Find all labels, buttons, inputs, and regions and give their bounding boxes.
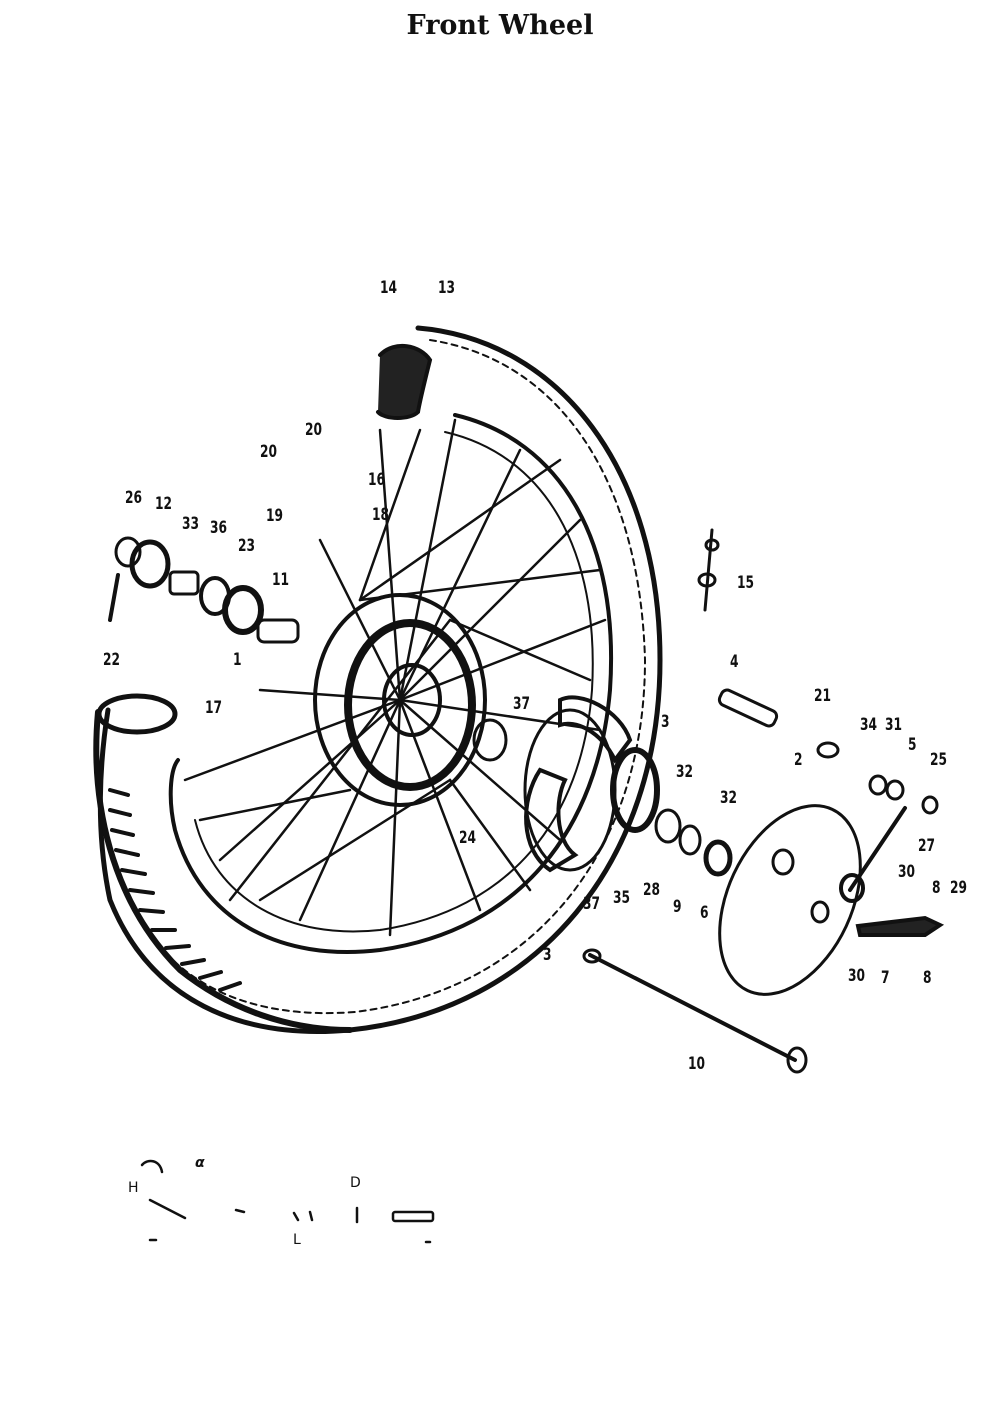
axle-head bbox=[786, 1046, 808, 1074]
tire-outer-arc bbox=[97, 325, 663, 1034]
brake-panel bbox=[718, 804, 862, 996]
tire-lower-section bbox=[93, 709, 353, 1033]
callout-20: 20 bbox=[305, 420, 323, 440]
legend-d: D bbox=[350, 1175, 361, 1191]
callout-34: 34 bbox=[860, 715, 878, 735]
callout-8: 8 bbox=[923, 968, 932, 988]
callout-30: 30 bbox=[848, 966, 866, 986]
callout-12: 12 bbox=[155, 494, 173, 514]
callout-10: 10 bbox=[688, 1054, 706, 1074]
callout-35: 35 bbox=[613, 888, 631, 908]
callout-17: 17 bbox=[205, 698, 223, 718]
callout-4: 4 bbox=[730, 652, 739, 672]
callout-33: 33 bbox=[182, 514, 200, 534]
tread-blocks bbox=[108, 788, 242, 992]
callout-26: 26 bbox=[125, 488, 143, 508]
callout-28: 28 bbox=[643, 880, 661, 900]
oil-seal bbox=[610, 747, 660, 833]
spacer-b bbox=[678, 824, 702, 856]
callout-37: 37 bbox=[513, 694, 531, 714]
panel-hole bbox=[771, 848, 795, 876]
rim-arc bbox=[168, 413, 613, 955]
callout-19: 19 bbox=[266, 506, 284, 526]
callout-23: 23 bbox=[238, 536, 256, 556]
callout-21: 21 bbox=[814, 686, 832, 706]
brake-shoe-lower bbox=[524, 767, 579, 873]
callout-16: 16 bbox=[368, 470, 386, 490]
callout-30: 30 bbox=[898, 862, 916, 882]
legend-l: L bbox=[293, 1232, 301, 1248]
callout-37: 37 bbox=[583, 894, 601, 914]
callout-22: 22 bbox=[103, 650, 121, 670]
callout-29: 29 bbox=[950, 878, 968, 898]
hub-flange bbox=[313, 593, 487, 807]
legend-h: H bbox=[128, 1180, 139, 1196]
spokes bbox=[183, 418, 607, 937]
legend-sketch bbox=[140, 1159, 435, 1244]
callout-25: 25 bbox=[930, 750, 948, 770]
brake-shoe-plate bbox=[523, 708, 617, 872]
hub-drum bbox=[344, 619, 476, 791]
callout-5: 5 bbox=[908, 735, 917, 755]
callout-32: 32 bbox=[676, 762, 694, 782]
valve-stem bbox=[697, 528, 720, 612]
callout-3: 3 bbox=[543, 945, 552, 965]
callout-32: 32 bbox=[720, 788, 738, 808]
callout-24: 24 bbox=[459, 828, 477, 848]
hub-center bbox=[382, 663, 442, 737]
callout-7: 7 bbox=[881, 968, 890, 988]
callout-6: 6 bbox=[700, 903, 709, 923]
tire-cut-bottom bbox=[96, 693, 178, 735]
callout-27: 27 bbox=[918, 836, 936, 856]
tire-cut-top bbox=[376, 343, 433, 420]
cam-lever-bolt bbox=[816, 741, 840, 759]
brake-shoe-upper bbox=[558, 695, 633, 764]
callout-18: 18 bbox=[372, 505, 390, 525]
callout-14: 14 bbox=[380, 278, 398, 298]
legend-alpha: α bbox=[195, 1155, 205, 1171]
callout-9: 9 bbox=[673, 897, 682, 917]
callout-15: 15 bbox=[737, 573, 755, 593]
spacer-a bbox=[654, 808, 682, 844]
arm-washer bbox=[839, 873, 865, 903]
callout-8: 8 bbox=[932, 878, 941, 898]
hub-bearing bbox=[472, 718, 508, 762]
axle-nut bbox=[855, 915, 945, 937]
callout-1: 1 bbox=[233, 650, 242, 670]
lever-washers bbox=[868, 774, 939, 815]
collar bbox=[703, 839, 733, 877]
callout-36: 36 bbox=[210, 518, 228, 538]
cam-shaft bbox=[717, 688, 779, 728]
panel-hole-lower bbox=[810, 900, 830, 924]
axle bbox=[588, 953, 797, 1062]
callout-13: 13 bbox=[438, 278, 456, 298]
diagram-title: Front Wheel bbox=[406, 10, 594, 41]
callout-2: 2 bbox=[794, 750, 803, 770]
rim-inner-arc bbox=[194, 431, 594, 933]
callout-31: 31 bbox=[885, 715, 903, 735]
callout-3: 3 bbox=[661, 712, 670, 732]
axle-tip bbox=[582, 948, 602, 964]
callout-20: 20 bbox=[260, 442, 278, 462]
callout-11: 11 bbox=[272, 570, 290, 590]
tire-tread-arc bbox=[124, 339, 647, 1015]
left-axle-parts bbox=[108, 536, 300, 644]
